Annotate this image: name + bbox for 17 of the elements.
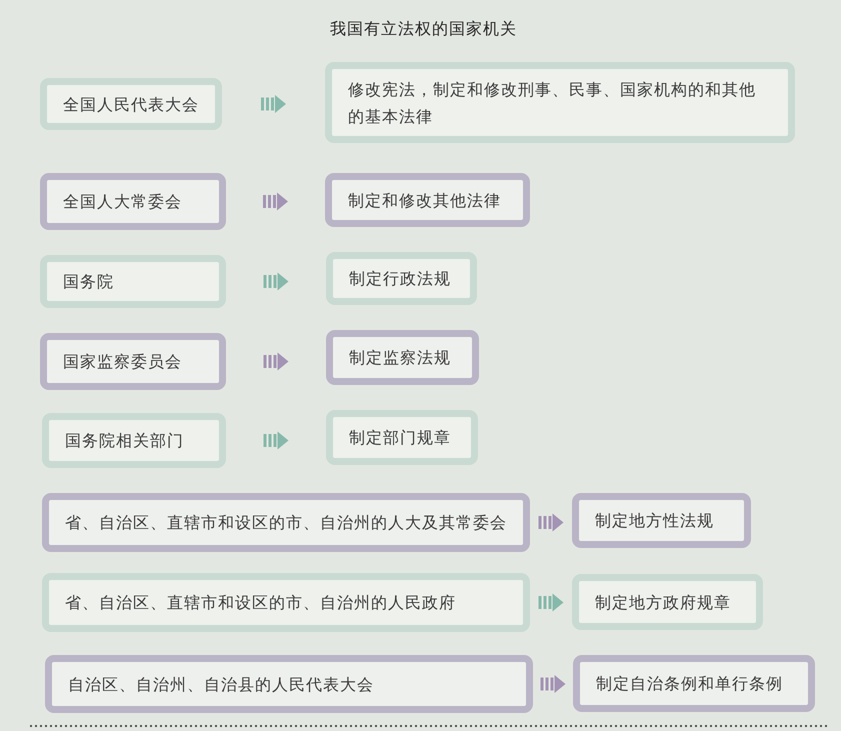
text-box: 制定和修改其他法律 [325,173,530,227]
text-box: 全国人大常委会 [40,173,226,230]
text-box: 修改宪法，制定和修改刑事、民事、国家机构的和其他的基本法律 [325,62,795,143]
text-box: 国家监察委员会 [40,333,226,390]
text-box: 自治区、自治州、自治县的人民代表大会 [45,655,533,713]
text-box: 制定监察法规 [326,330,479,385]
text-box: 全国人民代表大会 [40,78,222,130]
text-box: 制定地方政府规章 [572,574,763,630]
text-box: 制定自治条例和单行条例 [573,655,815,712]
text-box: 制定地方性法规 [572,493,751,548]
text-box: 制定部门规章 [326,410,478,465]
text-box: 制定行政法规 [326,252,477,305]
text-box: 国务院相关部门 [42,413,226,468]
text-box: 省、自治区、直辖市和设区的市、自治州的人大及其常委会 [42,493,530,552]
text-box: 国务院 [40,255,226,308]
text-box: 省、自治区、直辖市和设区的市、自治州的人民政府 [42,573,530,632]
title: 我国有立法权的国家机关 [330,19,517,40]
